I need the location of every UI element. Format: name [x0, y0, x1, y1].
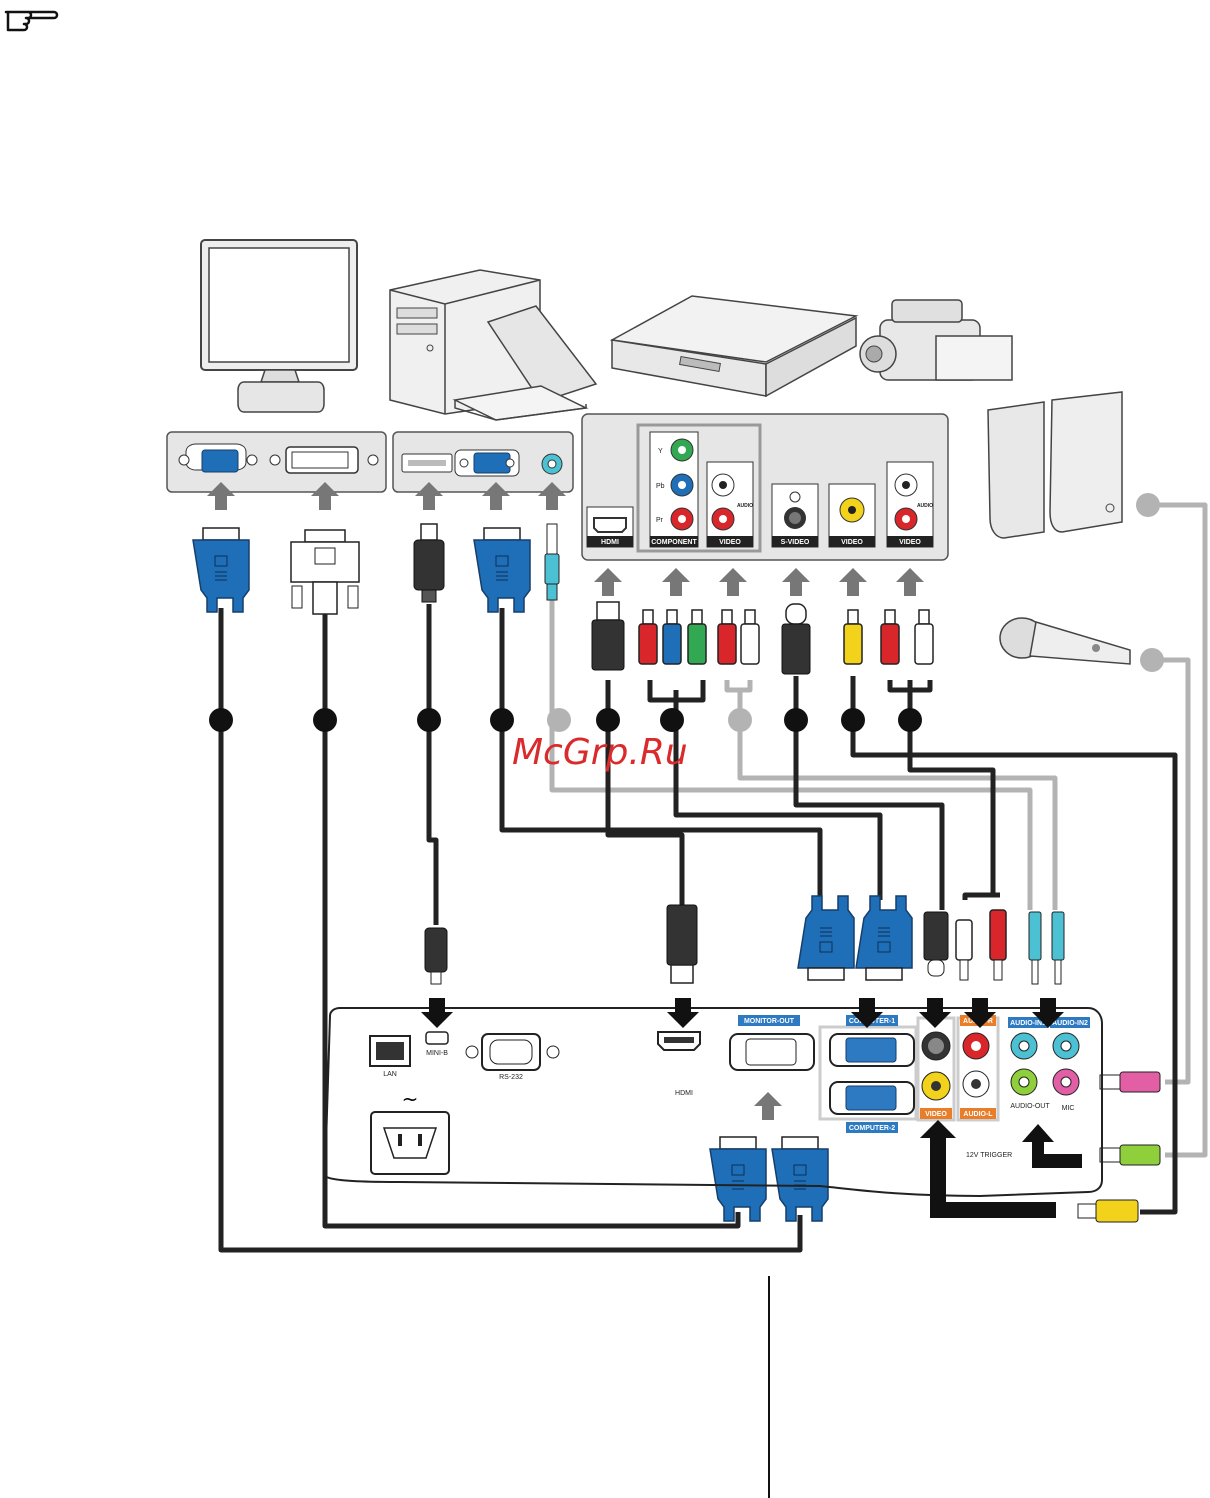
lan-label: LAN	[383, 1071, 397, 1078]
mini-b-label: MINI-B	[426, 1050, 448, 1057]
dvd-player-icon	[612, 296, 856, 396]
rs232-label: RS-232	[499, 1074, 523, 1081]
computer2-tag: COMPUTER-2	[846, 1122, 898, 1133]
ac-label: ~	[402, 1087, 419, 1111]
video-label: VIDEO	[925, 1111, 947, 1118]
pb-label: Pb	[656, 483, 665, 490]
src-video2-label: VIDEO	[841, 539, 863, 546]
microphone-icon	[1000, 618, 1130, 664]
src-hdmi-label: HDMI	[601, 539, 619, 546]
src-audio2-label: AUDIO	[917, 503, 933, 509]
audio-l-tag: AUDIO-L	[960, 1108, 996, 1119]
watermark: McGrp.Ru	[512, 732, 688, 773]
monitor-icon	[201, 240, 357, 412]
audio-in1-label: AUDIO-IN1	[1010, 1020, 1046, 1027]
audio-l-label: AUDIO-L	[963, 1111, 993, 1118]
pr-label: Pr	[656, 517, 664, 524]
note-hand-icon	[6, 12, 57, 30]
monitor-out-label: MONITOR-OUT	[744, 1018, 795, 1025]
hdmi-label: HDMI	[675, 1090, 693, 1097]
pc-port-panel	[393, 432, 573, 492]
src-svideo-label: S-VIDEO	[781, 539, 810, 546]
speakers-icon	[988, 392, 1122, 538]
audio-out-label: AUDIO-OUT	[1010, 1103, 1050, 1110]
video-tag: VIDEO	[920, 1108, 952, 1119]
monitor-port-panel	[167, 432, 386, 492]
mic-label: MIC	[1062, 1105, 1075, 1112]
src-audio1-label: AUDIO	[737, 503, 753, 509]
trigger-label: 12V TRIGGER	[966, 1152, 1012, 1159]
camcorder-icon	[860, 300, 1012, 380]
src-component-label: COMPONENT	[651, 539, 697, 546]
y-label: Y	[658, 448, 663, 455]
computer2-label: COMPUTER-2	[849, 1125, 895, 1132]
src-video1-label: VIDEO	[719, 539, 741, 546]
src-video3-label: VIDEO	[899, 539, 921, 546]
cables	[221, 505, 1205, 1250]
audio-in2-label: AUDIO-IN2	[1052, 1020, 1088, 1027]
av-port-panel: HDMI Y Pb Pr COMPONENT AUDIO VIDEO S-VID…	[582, 414, 948, 560]
monitor-out-tag: MONITOR-OUT	[738, 1015, 800, 1026]
